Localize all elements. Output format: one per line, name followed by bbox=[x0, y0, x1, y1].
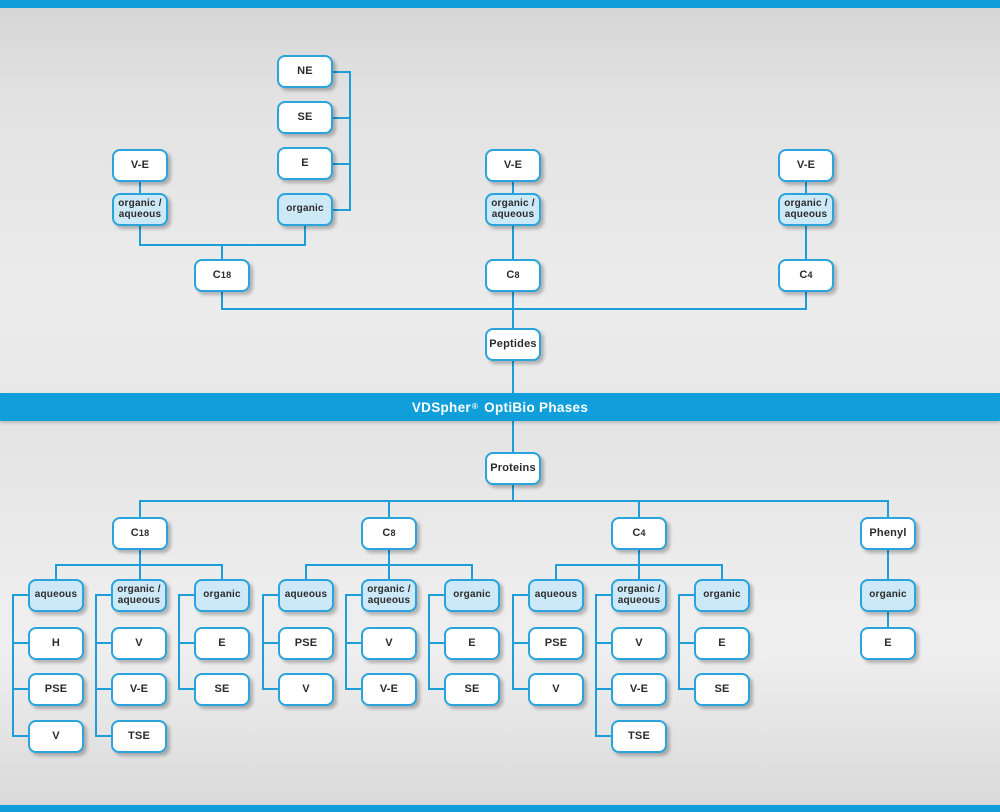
connector-proteins-c4-organic bbox=[678, 594, 694, 690]
connector-proteins-c4-orgaq bbox=[595, 594, 611, 737]
connector-proteins-c8-modes bbox=[305, 550, 473, 579]
node-peptides-c18-e: E bbox=[277, 147, 333, 180]
node-proteins-c4-aqueous-pse: PSE bbox=[528, 627, 584, 660]
connector-proteins-c4-aqueous bbox=[512, 594, 528, 690]
bottom-border-bar bbox=[0, 805, 1000, 812]
node-proteins-c18-orgaq-ve: V-E bbox=[111, 673, 167, 706]
node-peptides-c18-ve: V-E bbox=[112, 149, 168, 182]
connector-peptides-bottom-rail bbox=[221, 292, 807, 393]
connector-peptides-c18-join bbox=[139, 182, 306, 259]
node-peptides-c18-organic: organic bbox=[277, 193, 333, 226]
node-proteins-c8-organic-aqueous: organic / aqueous bbox=[361, 579, 417, 612]
node-proteins-c4-aqueous: aqueous bbox=[528, 579, 584, 612]
node-peptides-root: Peptides bbox=[485, 328, 541, 361]
connector-proteins-c18-orgaq bbox=[95, 594, 111, 737]
connector-proteins-c18-organic bbox=[178, 594, 194, 690]
node-proteins-c18-organic-e: E bbox=[194, 627, 250, 660]
node-proteins-c18-organic: organic bbox=[194, 579, 250, 612]
node-proteins-c4-orgaq-v: V bbox=[611, 627, 667, 660]
connector-proteins-top-rail bbox=[139, 421, 889, 517]
node-peptides-c18-se: SE bbox=[277, 101, 333, 134]
node-proteins-phenyl: Phenyl bbox=[860, 517, 916, 550]
node-proteins-c4-aqueous-v: V bbox=[528, 673, 584, 706]
connector-proteins-c18-modes bbox=[55, 550, 223, 579]
node-peptides-c4-ve: V-E bbox=[778, 149, 834, 182]
node-proteins-c4-orgaq-ve: V-E bbox=[611, 673, 667, 706]
node-proteins-c18-aqueous-v: V bbox=[28, 720, 84, 753]
node-proteins-c8-organic: organic bbox=[444, 579, 500, 612]
connector-proteins-c8-aqueous bbox=[262, 594, 278, 690]
node-peptides-c8-ve: V-E bbox=[485, 149, 541, 182]
node-proteins-phenyl-organic-e: E bbox=[860, 627, 916, 660]
node-proteins-c8-aqueous: aqueous bbox=[278, 579, 334, 612]
connector-proteins-c8-organic bbox=[428, 594, 444, 690]
top-border-bar bbox=[0, 0, 1000, 8]
node-proteins-c4-organic: organic bbox=[694, 579, 750, 612]
connector-proteins-c18-aqueous bbox=[12, 594, 28, 737]
node-proteins-c4-organic-e: E bbox=[694, 627, 750, 660]
node-proteins-c18-aqueous-pse: PSE bbox=[28, 673, 84, 706]
node-peptides-c18-ne: NE bbox=[277, 55, 333, 88]
connector-proteins-c8-orgaq bbox=[345, 594, 361, 690]
node-proteins-c18-organic-aqueous: organic / aqueous bbox=[111, 579, 167, 612]
node-proteins-c4-orgaq-tse: TSE bbox=[611, 720, 667, 753]
connector-peptides-organic-rail bbox=[333, 71, 351, 211]
node-proteins-c18-aqueous-h: H bbox=[28, 627, 84, 660]
connector-proteins-c4-modes bbox=[555, 550, 723, 579]
node-proteins-c4-organic-se: SE bbox=[694, 673, 750, 706]
node-proteins-phenyl-organic: organic bbox=[860, 579, 916, 612]
node-peptides-c8-organic-aqueous: organic / aqueous bbox=[485, 193, 541, 226]
node-proteins-c8-organic-se: SE bbox=[444, 673, 500, 706]
node-peptides-c18-organic-aqueous: organic / aqueous bbox=[112, 193, 168, 226]
node-proteins-c4-organic-aqueous: organic / aqueous bbox=[611, 579, 667, 612]
node-proteins-c8-aqueous-v: V bbox=[278, 673, 334, 706]
node-proteins-c18-aqueous: aqueous bbox=[28, 579, 84, 612]
node-peptides-c4-organic-aqueous: organic / aqueous bbox=[778, 193, 834, 226]
node-proteins-c8-orgaq-v: V bbox=[361, 627, 417, 660]
node-proteins-c8-aqueous-pse: PSE bbox=[278, 627, 334, 660]
banner-optibio-phases: VDSpher®OptiBio Phases bbox=[0, 393, 1000, 421]
node-proteins-c18-orgaq-tse: TSE bbox=[111, 720, 167, 753]
banner-suffix: OptiBio Phases bbox=[484, 399, 589, 415]
node-proteins-root: Proteins bbox=[485, 452, 541, 485]
node-proteins-c8-orgaq-ve: V-E bbox=[361, 673, 417, 706]
node-proteins-c18-organic-se: SE bbox=[194, 673, 250, 706]
node-proteins-c18-orgaq-v: V bbox=[111, 627, 167, 660]
banner-brand: VDSpher bbox=[411, 399, 471, 415]
node-proteins-c8-organic-e: E bbox=[444, 627, 500, 660]
